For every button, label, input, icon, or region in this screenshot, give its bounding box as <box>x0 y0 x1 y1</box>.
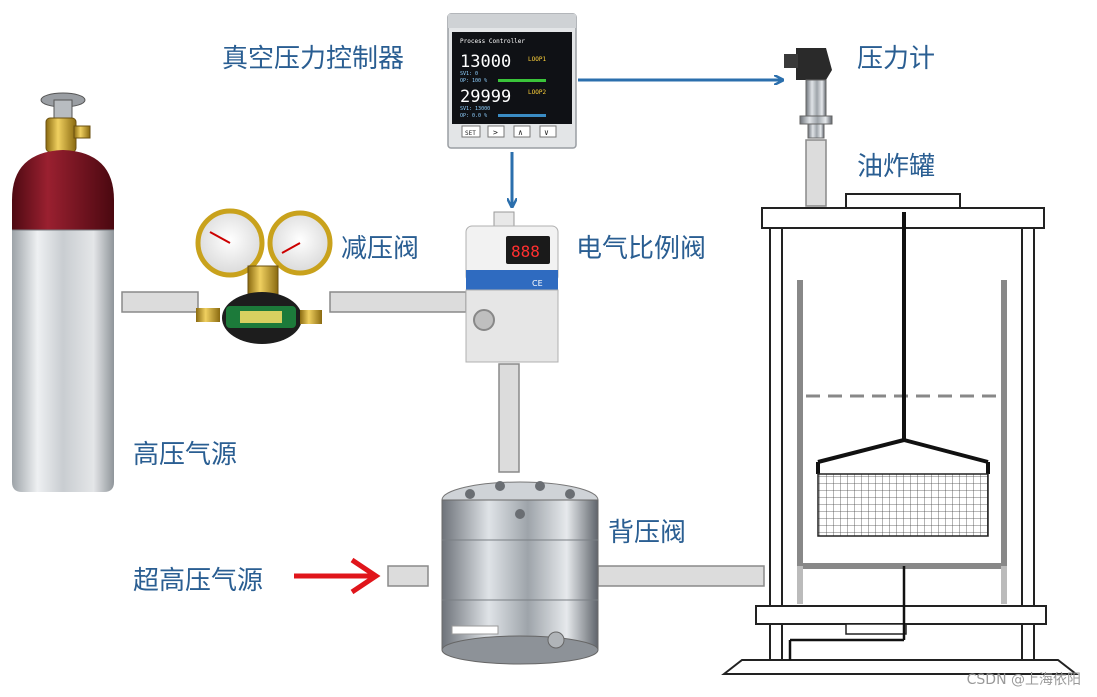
pipe-backpressure-to-tank <box>597 565 765 587</box>
controller-brand: Process Controller <box>460 38 525 45</box>
controller-key-up: ∧ <box>518 128 523 137</box>
controller-loop1-tag: LOOP1 <box>528 56 546 63</box>
watermark: CSDN @上海依阳 <box>966 672 1081 688</box>
vacuum-pressure-controller: Process Controller 13000 LOOP1 SV1: 0 OP… <box>447 13 577 149</box>
controller-loop1-value: 13000 <box>460 52 511 72</box>
fryer-tank <box>721 193 1079 675</box>
controller-key-set: SET <box>465 130 476 137</box>
pressure-reducing-valve <box>195 208 333 344</box>
controller-sv2-line: SV1: 13000 <box>460 106 490 112</box>
valve-ce-mark: CE <box>532 279 543 288</box>
label-back-pressure-valve: 背压阀 <box>608 518 687 548</box>
valve-display-digits: 888 <box>511 242 540 261</box>
label-fryer-tank: 油炸罐 <box>857 152 936 182</box>
label-pressure-reducing-valve: 减压阀 <box>341 234 420 264</box>
pipe-regulator-to-proportional <box>329 291 467 313</box>
back-pressure-valve <box>441 481 599 665</box>
controller-loop2-value: 29999 <box>460 87 511 107</box>
pipe-gauge-to-tank <box>805 139 827 207</box>
controller-sv1-line: SV1: 0 <box>460 71 478 77</box>
label-pressure-gauge: 压力计 <box>857 44 936 74</box>
controller-loop2-tag: LOOP2 <box>528 89 546 96</box>
pipe-cylinder-to-regulator <box>121 291 199 313</box>
label-electric-proportional-valve: 电气比例阀 <box>576 234 707 264</box>
arrow-ultra-high-source <box>294 557 381 595</box>
controller-op1-line: OP: 100 % <box>460 78 487 84</box>
label-vacuum-pressure-controller: 真空压力控制器 <box>222 44 405 74</box>
pressure-transducer <box>784 48 833 139</box>
controller-key-down: ∨ <box>544 128 549 137</box>
label-high-pressure-source: 高压气源 <box>133 440 238 470</box>
controller-key-right: > <box>493 128 498 137</box>
pipe-proportional-to-backpressure <box>498 363 520 473</box>
label-ultra-high-pressure-source: 超高压气源 <box>133 566 264 596</box>
electric-proportional-valve: 888 CE <box>465 211 559 363</box>
arrows <box>294 80 782 595</box>
controller-op2-line: OP: 0.0 % <box>460 113 487 119</box>
pipe-ultra-source-inlet <box>387 565 429 587</box>
gas-cylinder <box>12 92 114 492</box>
